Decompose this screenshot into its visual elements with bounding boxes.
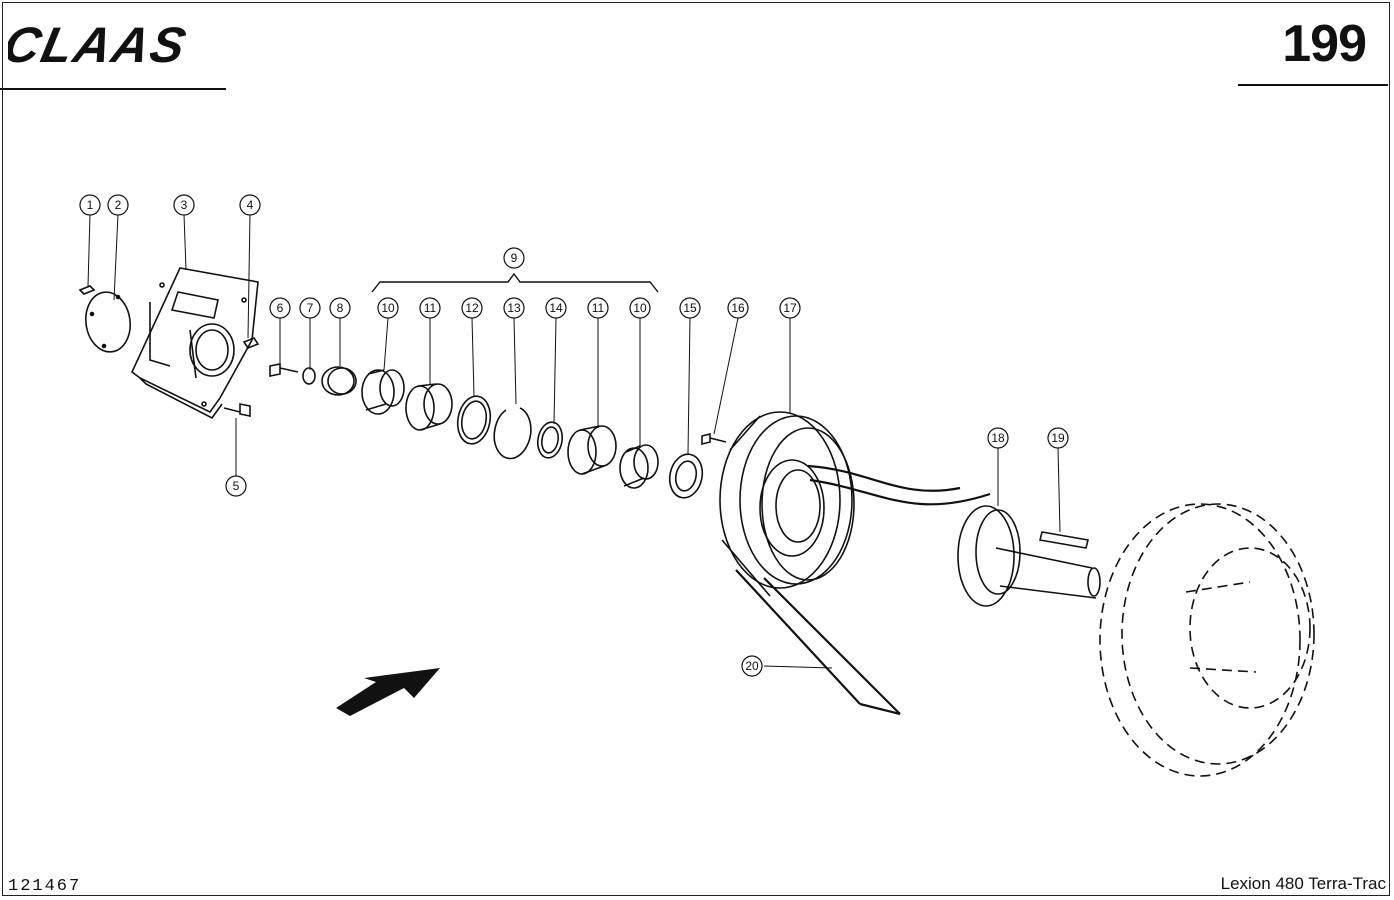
part-cap-8	[321, 366, 357, 396]
group-bracket	[371, 272, 659, 293]
callout-20: 20	[745, 659, 759, 673]
claas-logo: CLAAS	[8, 18, 192, 70]
part-bolt-16	[701, 432, 727, 446]
callout-11b: 11	[592, 301, 605, 315]
part-seal-15	[668, 453, 704, 499]
callout-4: 4	[247, 198, 254, 212]
callout-8: 8	[337, 301, 344, 315]
part-v-belt-20	[735, 464, 991, 716]
callout-1: 1	[87, 198, 94, 212]
svg-text:CLAAS: CLAAS	[8, 18, 192, 70]
part-ring-12	[456, 395, 492, 445]
callout-16: 16	[731, 301, 745, 315]
part-grease-nipple	[242, 337, 260, 349]
callout-9: 9	[511, 251, 518, 265]
part-screw	[78, 285, 96, 295]
part-shaft-hub-18	[957, 505, 1101, 607]
callout-2: 2	[115, 198, 122, 212]
callout-10b: 10	[633, 301, 647, 315]
page-number-underline	[1238, 84, 1388, 86]
part-taper-bearing-10b	[619, 444, 659, 489]
part-bearing-cup-11b	[567, 425, 617, 475]
part-key-19	[1039, 531, 1089, 549]
logo-underline	[0, 88, 226, 90]
part-snap-ring-13	[493, 407, 532, 460]
drawing-number: 121467	[8, 877, 82, 896]
callout-15: 15	[683, 301, 697, 315]
part-bearing-cup-11a	[405, 383, 453, 431]
callout-18: 18	[991, 431, 1005, 445]
callout-5: 5	[233, 479, 240, 493]
callouts	[79, 194, 1069, 677]
part-bearing-housing	[131, 267, 259, 420]
part-pulley-17	[719, 411, 855, 597]
callout-10a: 10	[381, 301, 395, 315]
callout-12: 12	[465, 301, 479, 315]
part-ring-14	[536, 421, 564, 459]
direction-arrow-icon	[336, 668, 440, 716]
part-cover-disc	[85, 291, 131, 353]
callout-6: 6	[277, 301, 284, 315]
callout-11a: 11	[424, 301, 437, 315]
callout-19: 19	[1051, 431, 1065, 445]
callout-14: 14	[549, 301, 563, 315]
mating-wheel-outline	[1099, 503, 1315, 777]
part-taper-bearing-10a	[361, 369, 405, 415]
part-bolt-6	[269, 363, 299, 377]
page-number: 199	[1282, 15, 1367, 73]
model-name: Lexion 480 Terra-Trac	[1220, 874, 1386, 893]
callout-17: 17	[783, 301, 797, 315]
callout-13: 13	[507, 301, 521, 315]
leader-lines	[87, 213, 1061, 669]
callout-3: 3	[181, 198, 188, 212]
part-washer-7	[302, 367, 316, 385]
part-bolt-5	[223, 403, 251, 417]
callout-7: 7	[307, 301, 314, 315]
